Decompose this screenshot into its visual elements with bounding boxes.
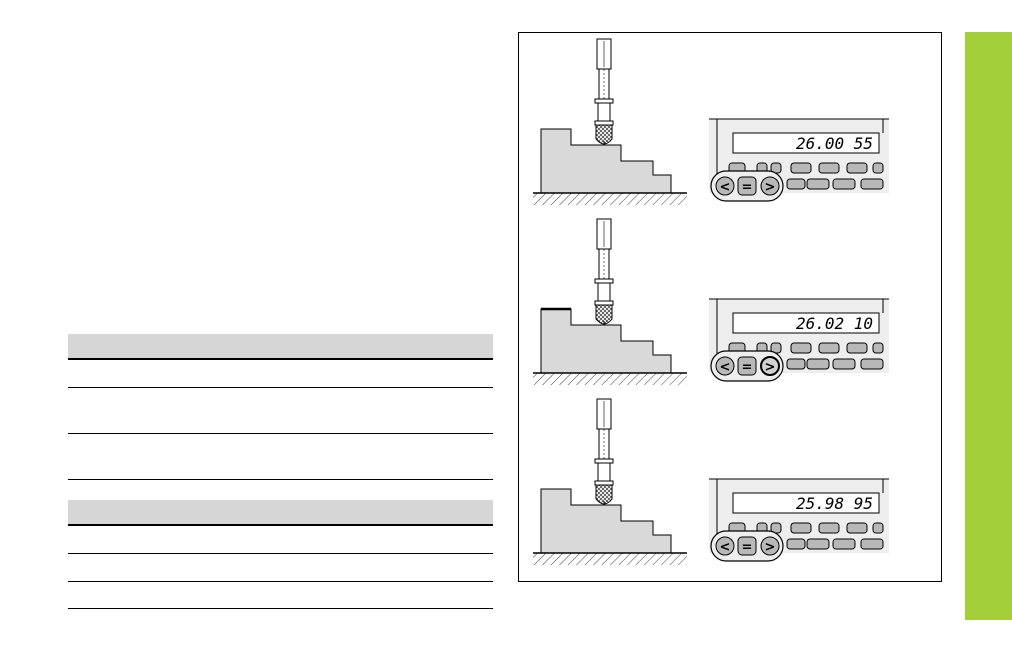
table-header	[68, 500, 493, 526]
min-key-icon[interactable]: <	[720, 540, 731, 555]
display-reading-3: 25.98 95	[796, 494, 873, 513]
scene-1	[532, 38, 890, 206]
scene-3	[532, 398, 890, 566]
table-row	[68, 434, 493, 480]
parameter-table-1	[68, 334, 493, 480]
table-row	[68, 582, 493, 609]
table-row	[68, 388, 493, 434]
table-row	[68, 526, 493, 554]
min-key-icon[interactable]: <	[720, 360, 731, 375]
table-row	[68, 360, 493, 388]
scene-2	[532, 218, 890, 386]
display-reading-1: 26.00 55	[796, 134, 873, 153]
diff-key-icon[interactable]: =	[742, 360, 753, 375]
diff-key-icon[interactable]: =	[742, 180, 753, 195]
table-row	[68, 554, 493, 582]
parameter-table-2	[68, 500, 493, 609]
table-header	[68, 334, 493, 360]
max-key-icon[interactable]: >	[765, 540, 776, 555]
min-key-icon[interactable]: <	[720, 180, 731, 195]
chapter-tab	[965, 32, 1012, 620]
max-key-icon[interactable]: >	[765, 180, 776, 195]
max-key-icon[interactable]: >	[765, 360, 776, 375]
measurement-illustration: 26.00 55 26.02 10 25.98 95 < = > < = > <…	[518, 32, 942, 582]
display-reading-2: 26.02 10	[796, 314, 873, 333]
diff-key-icon[interactable]: =	[742, 540, 753, 555]
